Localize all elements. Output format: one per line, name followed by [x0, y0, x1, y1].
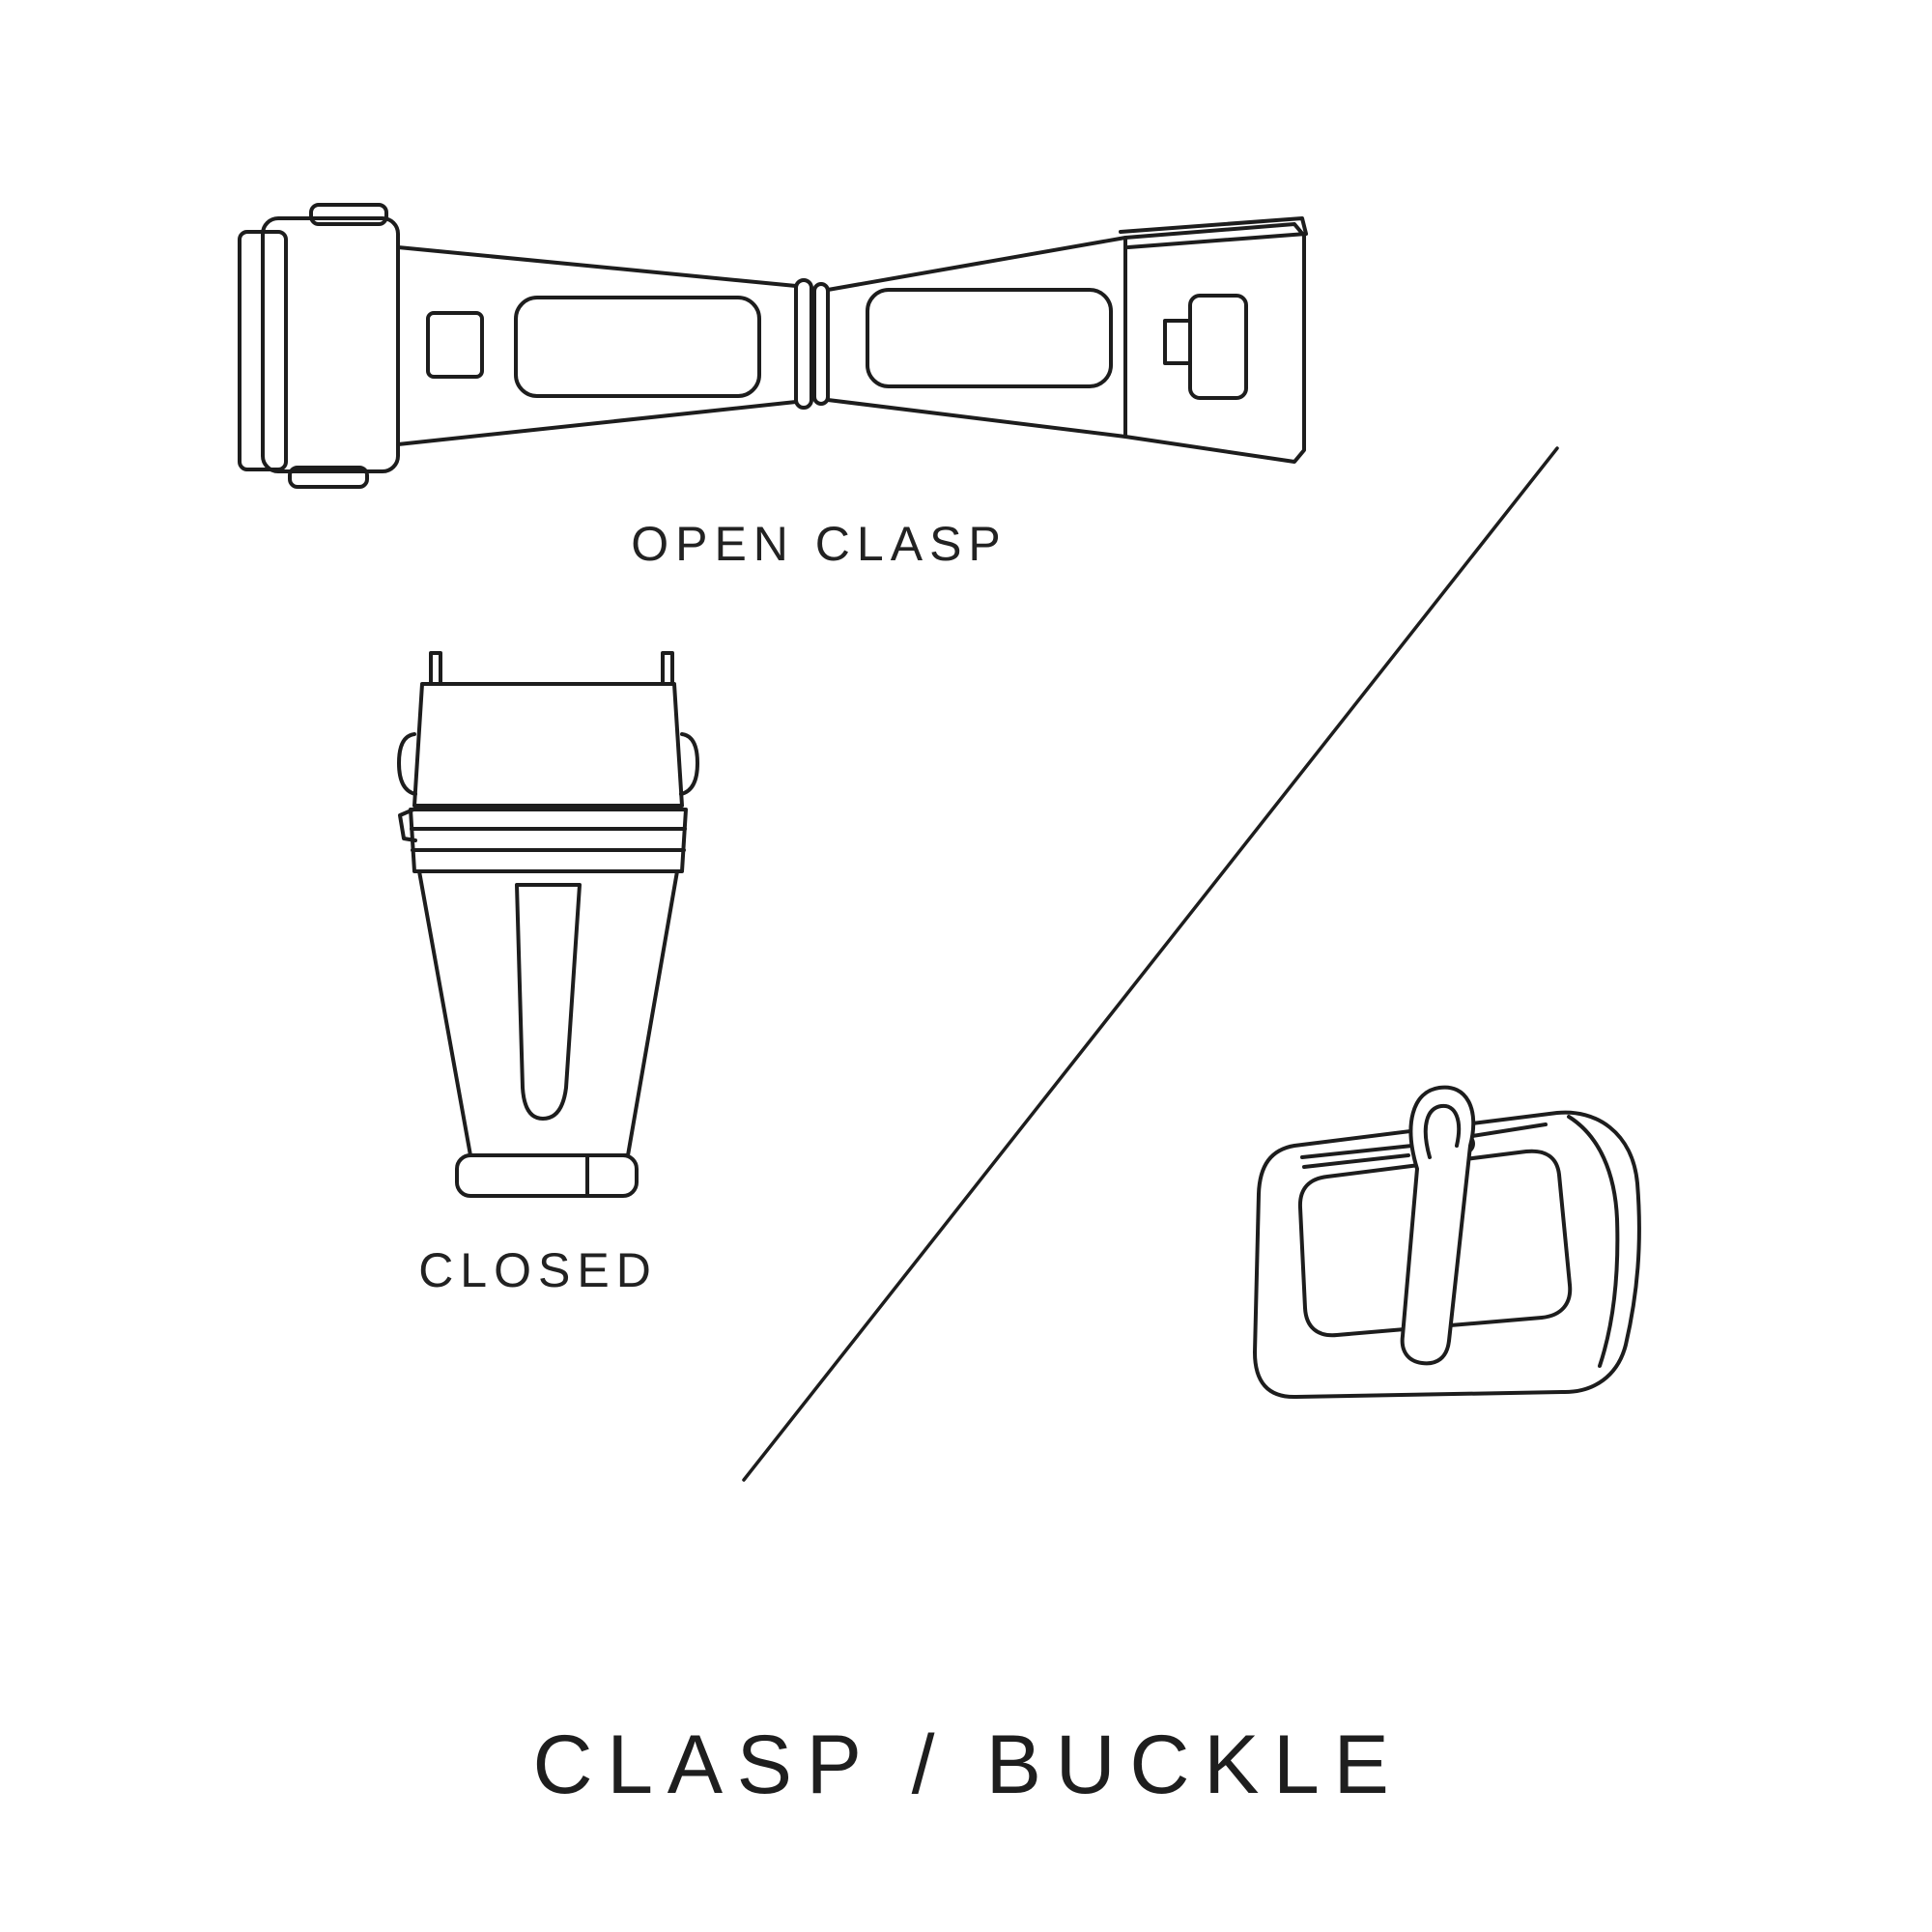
clasp-left-arm-window	[514, 296, 761, 398]
clasp-hinge	[812, 282, 830, 406]
clasp-hook-slot	[426, 311, 484, 379]
clasp-hinge	[794, 278, 813, 410]
open-clasp-illustration	[238, 203, 1308, 489]
tang-buckle-illustration	[1253, 1085, 1641, 1400]
clasp-top-plate	[1119, 216, 1308, 249]
divider-line	[742, 446, 1559, 1482]
clasp-right-ear	[679, 732, 699, 796]
clasp-body	[417, 869, 679, 1157]
clasp-slot	[515, 883, 582, 1121]
clasp-band	[409, 808, 688, 873]
clasp-release-hook	[1163, 319, 1192, 365]
buckle-spring-bar	[1302, 1153, 1410, 1169]
buckle-frame-inner	[1297, 1149, 1573, 1338]
clasp-right-arm-window	[866, 288, 1113, 388]
closed-clasp-illustration	[397, 651, 699, 1198]
clasp-fold-block	[261, 216, 400, 473]
clasp-right-arm	[826, 222, 1306, 464]
clasp-release-slot	[1188, 294, 1248, 400]
clasp-prong	[661, 651, 674, 686]
buckle-pin	[1400, 1085, 1476, 1366]
clasp-prong	[429, 651, 442, 686]
buckle-side-contour	[1567, 1115, 1620, 1368]
clasp-bottom-tab	[288, 466, 369, 489]
page-title: CLASP / BUCKLE	[532, 1719, 1404, 1811]
open-clasp-label: OPEN CLASP	[631, 517, 1008, 571]
closed-clasp-label: CLOSED	[418, 1243, 658, 1297]
buckle-frame-outer	[1253, 1110, 1641, 1400]
clasp-left-arm	[396, 245, 798, 446]
buckle-spring-bar	[1300, 1144, 1414, 1159]
clasp-top-tab	[309, 203, 388, 226]
clasp-top-cover	[412, 682, 684, 808]
clasp-catch	[398, 808, 417, 842]
buckle-pin-loop	[1423, 1103, 1462, 1159]
clasp-left-ear	[397, 732, 417, 796]
buckle-spring-bar	[1470, 1122, 1548, 1138]
clasp-end-bar	[455, 1153, 639, 1198]
